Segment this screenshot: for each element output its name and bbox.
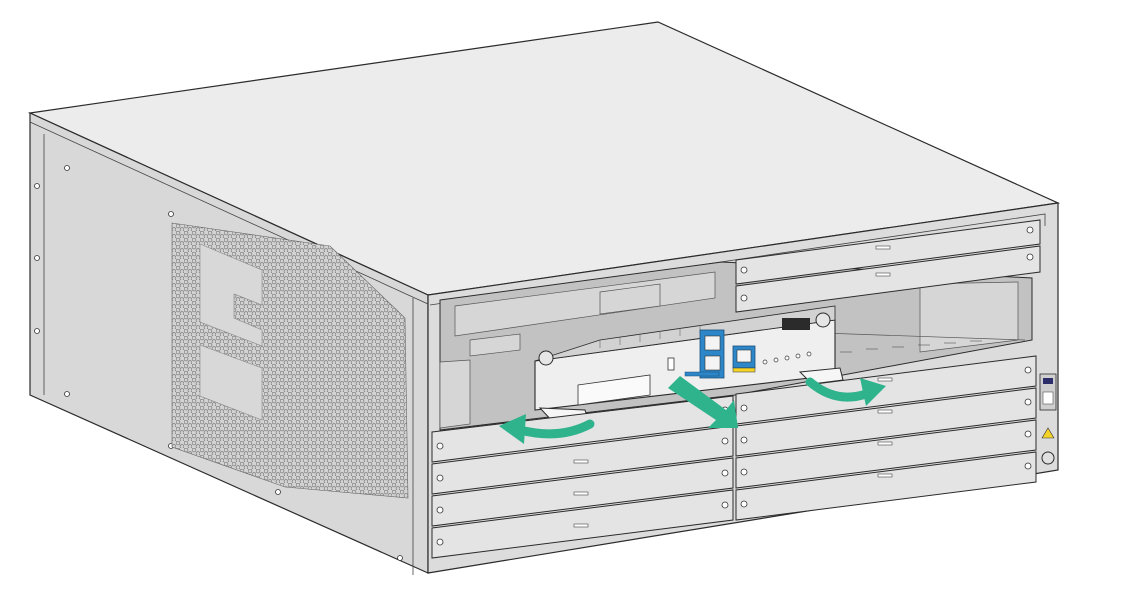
grounding-screw [1041,451,1055,465]
usb-port [667,357,675,371]
card-thumbscrew-right [815,312,831,328]
cavity-interior [439,271,1026,429]
power-module [1039,373,1057,465]
ethernet-ports [684,329,756,379]
card-label-window [577,374,651,406]
warning-label [1041,427,1055,439]
slot-cover-lower-left-4 [431,489,734,559]
slot-cover-upper-right-2 [735,245,1041,313]
slot-cover-lower-right-4 [735,451,1037,521]
slot-cover-lower-right-3 [735,419,1037,489]
card-insertion-arrow [668,376,738,428]
card-thumbscrew-left [538,350,554,366]
side-panel-details [29,121,429,575]
status-leds [762,351,812,365]
ejector-lever-left-arrow [499,414,595,444]
ejector-lever-right-arrow [805,377,886,406]
slot-cover-lower-left-3 [431,457,734,527]
slot-cover-upper-right-1 [735,219,1041,285]
slot-cover-lower-right-2 [735,387,1037,457]
interface-card [534,305,844,425]
slot-cover-lower-left-2 [431,425,734,495]
cavity-vents [840,340,982,353]
card-connector-block [782,318,810,330]
ventilation-grille [171,222,409,499]
